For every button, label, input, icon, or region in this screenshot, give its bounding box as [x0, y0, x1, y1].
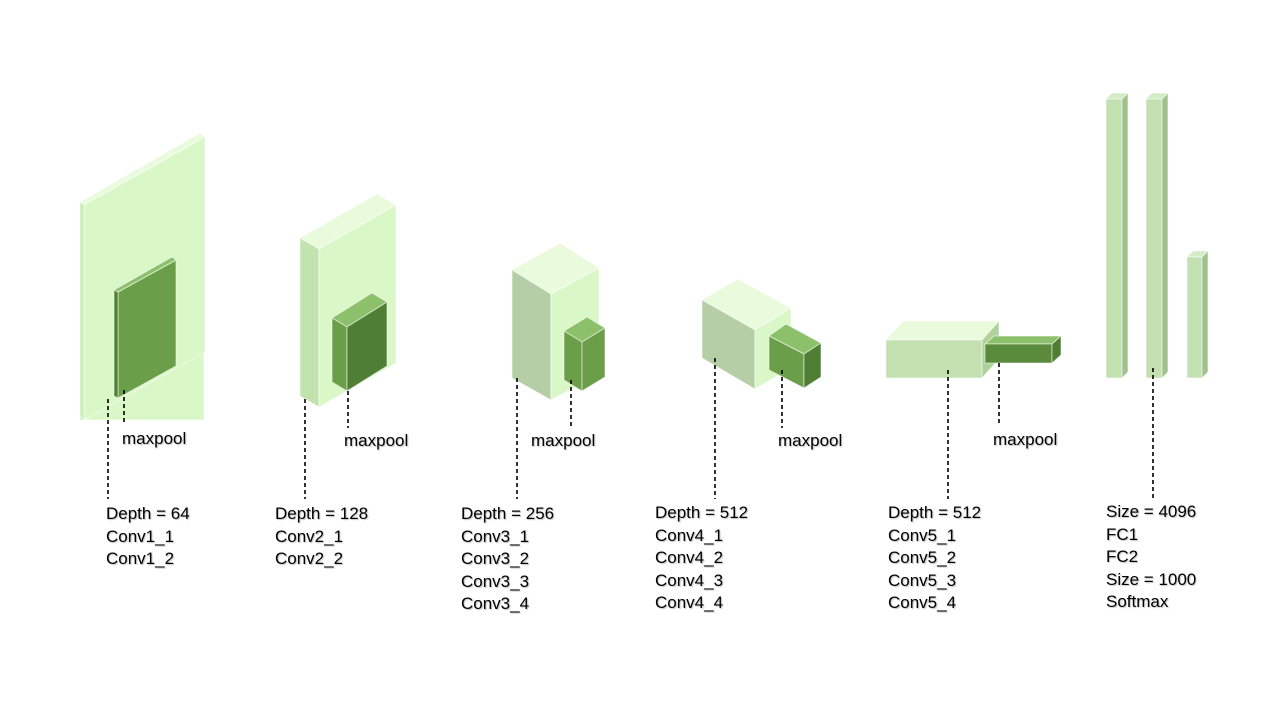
block3-layer: Conv3_4 — [461, 594, 530, 613]
block4-layer: Conv4_3 — [655, 570, 724, 590]
block2-conv-slab-side — [299, 237, 320, 408]
block1-layer: Conv1_1 — [106, 526, 175, 546]
fc1-bar-front — [1105, 98, 1123, 379]
block2-depth: Depth = 128 — [275, 504, 369, 523]
block4-layer: Conv4_1 — [655, 525, 724, 545]
fc-size-4096: Size = 4096 — [1106, 502, 1197, 521]
block4-layer: Conv4_4 — [655, 593, 724, 612]
block1-text: Depth = 64 Conv1_1 Conv1_2 — [106, 503, 190, 571]
block5-depth: Depth = 512 — [888, 503, 982, 522]
block5-layer: Conv5_1 — [888, 525, 957, 545]
block5-layer: Conv5_2 — [888, 548, 957, 567]
block5-layer: Conv5_4 — [888, 593, 957, 612]
block2-maxpool-side — [331, 317, 348, 392]
block5-maxpool-label: maxpool — [993, 430, 1058, 449]
block3-layer: Conv3_3 — [461, 571, 530, 591]
block3-maxpool-front — [581, 327, 606, 392]
block4-layer: Conv4_2 — [655, 548, 724, 567]
block2-layer: Conv2_2 — [275, 549, 344, 568]
block1-maxpool-edge — [113, 289, 119, 399]
block5-maxpool-top — [983, 335, 1063, 345]
block2-text: Depth = 128 Conv2_1 Conv2_2 — [275, 503, 368, 571]
block2-maxpool-front — [346, 301, 388, 392]
block5-layer: Conv5_3 — [888, 570, 957, 590]
fc2-bar-side — [1161, 91, 1169, 380]
fc2-bar-front — [1145, 98, 1163, 379]
block5-conv-top — [884, 320, 1001, 341]
block5-maxpool-front — [984, 343, 1053, 364]
fc-size-1000: Size = 1000 — [1106, 569, 1197, 589]
block2-maxpool-label: maxpool — [344, 431, 409, 450]
block5-maxpool-side — [1051, 334, 1062, 365]
block5-text: Depth = 512 Conv5_1 Conv5_2 Conv5_3 Conv… — [888, 502, 981, 615]
block1-layer: Conv1_2 — [106, 549, 175, 568]
block2-layer: Conv2_1 — [275, 526, 344, 546]
block3-maxpool-label: maxpool — [531, 431, 596, 450]
fc-softmax-bar-front — [1186, 256, 1203, 379]
block3-layer: Conv3_1 — [461, 526, 530, 546]
fc-softmax-bar-side — [1201, 249, 1209, 380]
block4-maxpool-front — [803, 342, 822, 389]
block4-depth: Depth = 512 — [655, 503, 749, 522]
block3-layer: Conv3_2 — [461, 549, 530, 568]
fc1-label: FC1 — [1106, 524, 1139, 544]
fc1-bar-side — [1121, 91, 1129, 380]
fc-text: Size = 4096 FC1 FC2 Size = 1000 Softmax — [1106, 501, 1196, 614]
block3-maxpool-side — [563, 330, 583, 392]
block3-text: Depth = 256 Conv3_1 Conv3_2 Conv3_3 Conv… — [461, 503, 554, 616]
block1-conv-slab-edge — [79, 201, 85, 422]
block1-maxpool-label: maxpool — [122, 429, 187, 448]
block4-maxpool-label: maxpool — [778, 431, 843, 450]
fc2-label: FC2 — [1106, 547, 1139, 566]
block1-depth: Depth = 64 — [106, 504, 190, 523]
softmax-label: Softmax — [1106, 592, 1169, 611]
block3-depth: Depth = 256 — [461, 504, 555, 523]
block5-conv-front — [885, 339, 983, 379]
block4-text: Depth = 512 Conv4_1 Conv4_2 Conv4_3 Conv… — [655, 502, 748, 615]
